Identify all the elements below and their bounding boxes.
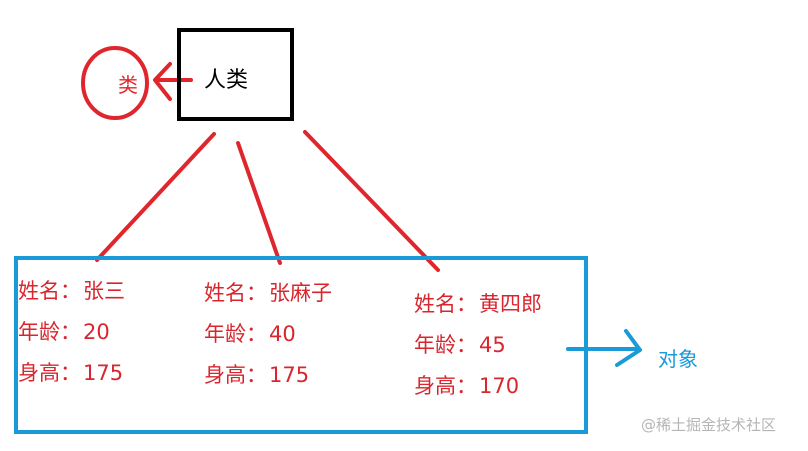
field-key: 年龄： xyxy=(18,320,81,344)
object-card-2: 姓名：张麻子 年龄：40 身高：175 xyxy=(204,273,332,396)
field-key: 年龄： xyxy=(204,322,267,346)
object-card-3: 姓名：黄四郎 年龄：45 身高：170 xyxy=(414,284,542,407)
link-line-2 xyxy=(236,141,282,265)
arrow-head-icon xyxy=(153,62,172,101)
field-key: 身高： xyxy=(414,374,477,398)
field-value: 45 xyxy=(479,333,506,357)
object-card-1: 姓名：张三 年龄：20 身高：175 xyxy=(18,271,125,394)
field-value: 175 xyxy=(269,363,310,387)
objects-group-box xyxy=(14,256,588,434)
watermark: @稀土掘金技术社区 xyxy=(641,416,777,434)
field-value: 170 xyxy=(479,374,520,398)
class-annotation-label: 类 xyxy=(118,73,138,97)
link-line-3 xyxy=(303,130,440,272)
field-value: 黄四郎 xyxy=(479,292,542,316)
field-value: 175 xyxy=(83,361,124,385)
object-annotation-label: 对象 xyxy=(658,347,698,371)
class-box xyxy=(177,28,294,121)
blue-arrow-icon xyxy=(615,329,642,367)
field-key: 身高： xyxy=(18,361,81,385)
field-value: 20 xyxy=(83,320,110,344)
field-key: 姓名： xyxy=(18,279,81,303)
field-value: 40 xyxy=(269,322,296,346)
field-value: 张三 xyxy=(83,279,125,303)
field-key: 姓名： xyxy=(204,281,267,305)
class-label: 人类 xyxy=(204,68,249,93)
field-key: 身高： xyxy=(204,363,267,387)
link-line-1 xyxy=(95,132,216,262)
class-annotation-circle xyxy=(81,46,149,120)
field-key: 年龄： xyxy=(414,333,477,357)
field-value: 张麻子 xyxy=(269,281,332,305)
field-key: 姓名： xyxy=(414,292,477,316)
